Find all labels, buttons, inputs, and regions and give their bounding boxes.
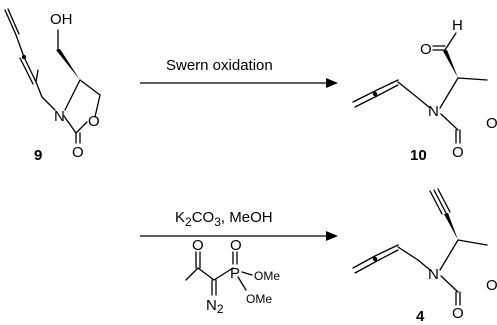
allene-center-dot-10: [372, 91, 378, 97]
reagent-backbone: [185, 267, 234, 281]
n-label-10: N: [428, 103, 439, 120]
allene-second-double-9: [19, 57, 34, 85]
arrow-head-2: [326, 231, 338, 241]
ring-top-10: [439, 77, 488, 109]
allene-double-4: [354, 249, 399, 274]
allene-center-dot-9: [21, 54, 27, 60]
stereo-wedge-10: [443, 50, 458, 78]
oh-label-9: OH: [50, 11, 73, 28]
allene-double-10: [354, 84, 399, 108]
reagent-ome-1: OMe: [254, 269, 280, 283]
stereo-wedge-9: [56, 49, 80, 80]
bestmann-ohira-reagent: O O P OMe OMe N2: [185, 237, 280, 316]
n-label-9: N: [54, 108, 65, 125]
ring-left-4: [440, 275, 459, 293]
ald-c-h-10: [444, 32, 457, 51]
ring-carbonyl-c-9: [63, 115, 88, 134]
compound-10: H O N O O 10: [352, 17, 497, 164]
alkyne-bond-b: [429, 190, 443, 215]
allene-10: [352, 79, 399, 103]
compound-label-10: 10: [410, 147, 427, 164]
allene-double-9: [7, 8, 20, 35]
alkyne-bond-c: [437, 188, 451, 213]
compound-9: OH N O O 9: [4, 8, 101, 164]
p-ome-bond-2: [237, 276, 247, 291]
reagent-p-label: P: [230, 265, 240, 282]
reagent-ome-2: OMe: [246, 292, 272, 306]
arrow-head-1: [326, 78, 338, 88]
ald-o-label-10: O: [420, 41, 432, 58]
ch2-to-n-9: [41, 96, 56, 111]
allene-center-dot-4: [372, 256, 378, 262]
allene-4: [352, 244, 399, 269]
reagent-keto-o-label: O: [192, 237, 204, 254]
swern-conditions: Swern oxidation: [166, 57, 273, 74]
ring-top-4: [439, 239, 488, 271]
allene-to-ch2-9: [35, 81, 43, 98]
compound-4: N O O 4: [352, 188, 497, 325]
carbonyl-o-label-9: O: [72, 144, 84, 161]
alkyne-bond-a: [433, 189, 447, 214]
h-label-10: H: [452, 17, 463, 34]
compound-label-9: 9: [34, 147, 42, 164]
reaction-arrow-1: Swern oxidation: [140, 57, 338, 88]
ring-left-10: [440, 113, 459, 131]
reagent-p-o-label: O: [230, 237, 242, 254]
chain-4: [397, 246, 431, 271]
base-solvent-conditions: K2CO3, MeOH: [175, 209, 273, 229]
carbonyl-o-label-4: O: [452, 305, 464, 322]
carbonyl-o-label-10: O: [452, 144, 464, 161]
ring-bonds-9: [64, 79, 101, 118]
n-label-4: N: [428, 266, 439, 283]
compound-label-4: 4: [416, 308, 425, 325]
reaction-arrow-2: K2CO3, MeOH O O P OMe OMe N2: [140, 209, 338, 316]
p-ome-bond-1: [241, 271, 253, 276]
allene-bonds-9: [4, 9, 25, 58]
stereo-wedge-4: [444, 213, 458, 240]
reagent-n2-label: N2: [206, 297, 224, 316]
chain-10: [397, 81, 431, 109]
ring-o-label-4: O: [486, 277, 497, 294]
ring-o-label-10: O: [486, 115, 497, 132]
ring-o-label-9: O: [88, 113, 100, 130]
